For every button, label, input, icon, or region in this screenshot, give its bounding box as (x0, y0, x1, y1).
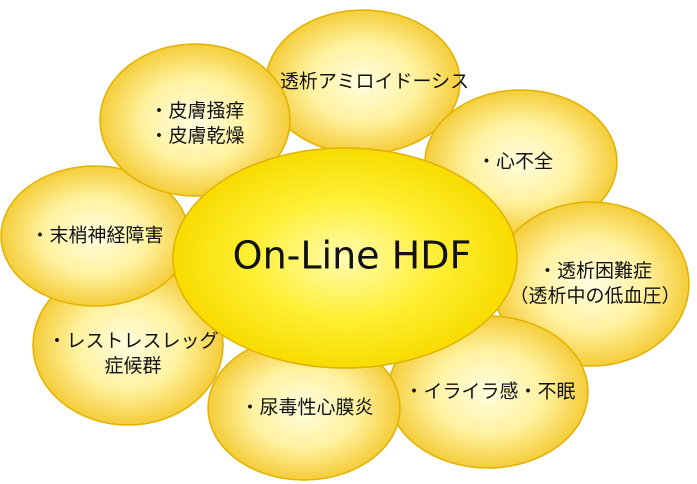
center-label: On-Line HDF (233, 234, 472, 278)
petal-label: ・尿毒性心膜炎 (240, 397, 373, 419)
petal-label: ・イライラ感・不眠 (404, 381, 575, 403)
petal-label: ・レストレスレッグ (47, 330, 218, 352)
center-ellipse (172, 147, 518, 369)
petal-label: ・皮膚乾燥 (149, 125, 244, 147)
petal-label: （透析中の低血圧） (509, 285, 680, 307)
center-group: On-Line HDF (172, 147, 518, 369)
petal-label: ・透析困難症 (538, 260, 652, 282)
petal-label: ・末梢神経障害 (30, 225, 163, 247)
petal-amyloidosis: ・透析アミロイドーシス (261, 9, 469, 155)
petal-label: ・心不全 (477, 151, 553, 173)
petal-label: ・皮膚掻痒 (149, 100, 244, 122)
petal-label: 症候群 (104, 355, 161, 377)
petal-skin: ・皮膚掻痒・皮膚乾燥 (99, 43, 291, 197)
petal-label: ・透析アミロイドーシス (261, 71, 469, 93)
petal-ellipse (99, 43, 291, 197)
